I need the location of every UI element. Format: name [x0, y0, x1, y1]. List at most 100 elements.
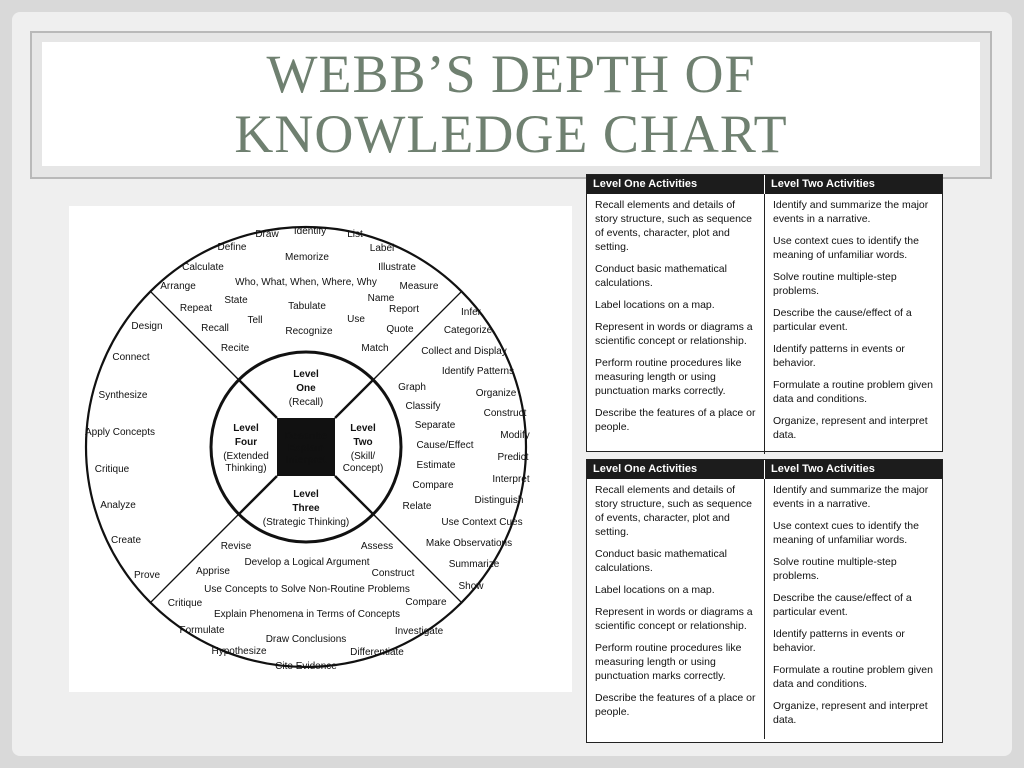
dok-verb: Estimate: [417, 460, 456, 471]
dok-verb: Construct: [372, 568, 415, 579]
dok-verb: Differentiate: [350, 647, 404, 658]
activity-item: Organize, represent and interpret data.: [773, 700, 928, 726]
dok-verb: Modify: [500, 430, 529, 441]
table-header-level-two: Level Two Activities: [764, 175, 942, 194]
activity-item: Organize, represent and interpret data.: [773, 415, 928, 441]
level-one-column: Recall elements and details of story str…: [587, 479, 764, 739]
activity-item: Identify and summarize the major events …: [773, 484, 929, 510]
dok-verb: Hypothesize: [211, 646, 266, 657]
dok-verb: Cause/Effect: [416, 440, 473, 451]
dok-verb: Connect: [112, 352, 149, 363]
dok-verb: Collect and Display: [421, 346, 507, 357]
activity-item: Use context cues to identify the meaning…: [773, 235, 919, 261]
dok-verb: Cite Evidence: [275, 661, 337, 672]
activities-table-2: Level One Activities Level Two Activitie…: [586, 459, 943, 743]
inner-divider: [334, 475, 375, 516]
activity-item: Formulate a routine problem given data a…: [773, 379, 933, 405]
level-label: One: [296, 383, 316, 394]
activity-item: Label locations on a map.: [595, 584, 715, 596]
activity-item: Label locations on a map.: [595, 299, 715, 311]
activity-item: Describe the cause/effect of a particula…: [773, 592, 912, 618]
activity-item: Solve routine multiple-step problems.: [773, 556, 897, 582]
dok-verb: Quote: [386, 324, 414, 335]
activity-item: Describe the features of a place or peop…: [595, 692, 756, 718]
dok-verb: Report: [389, 304, 419, 315]
dok-verb: Summarize: [449, 559, 500, 570]
table-header-level-one: Level One Activities: [593, 178, 698, 190]
dok-verb: Synthesize: [99, 390, 148, 401]
dok-verb: Label: [370, 243, 394, 254]
dok-verb: Use: [347, 314, 365, 325]
center-square: [277, 418, 335, 476]
dok-verb: Categorize: [444, 325, 493, 336]
dok-verb: Draw: [255, 229, 279, 240]
dok-verb: Compare: [412, 480, 454, 491]
activity-item: Identify patterns in events or behavior.: [773, 343, 905, 369]
dok-verb: Who, What, When, Where, Why: [235, 277, 377, 288]
dok-verb: Create: [111, 535, 141, 546]
sector-divider: [372, 290, 463, 381]
title-line-2: Knowledge Chart: [234, 104, 788, 164]
dok-verb: Investigate: [395, 626, 444, 637]
activity-item: Recall elements and details of story str…: [595, 484, 752, 538]
dok-verb: Develop a Logical Argument: [244, 557, 369, 568]
sector-divider: [149, 513, 240, 604]
level-label: Four: [235, 437, 257, 448]
level-label: Level: [293, 489, 319, 500]
activity-item: Perform routine procedures like measurin…: [595, 357, 742, 397]
activity-item: Use context cues to identify the meaning…: [773, 520, 919, 546]
dok-verb: Compare: [405, 597, 447, 608]
dok-verb: Critique: [95, 464, 130, 475]
level-one-column: Recall elements and details of story str…: [587, 194, 764, 454]
dok-verb: Distinguish: [475, 495, 524, 506]
dok-verb: Memorize: [285, 252, 329, 263]
dok-verb: Apply Concepts: [85, 427, 155, 438]
dok-verb: Use Concepts to Solve Non-Routine Proble…: [204, 584, 410, 595]
dok-verb: Construct: [484, 408, 527, 419]
dok-verb: Graph: [398, 382, 426, 393]
level-sublabel: (Strategic Thinking): [263, 517, 350, 528]
dok-verb: Identify Patterns: [442, 366, 514, 377]
sector-divider: [372, 513, 463, 604]
inner-divider: [334, 378, 375, 419]
activity-item: Identify patterns in events or behavior.: [773, 628, 905, 654]
dok-verb: Relate: [403, 501, 432, 512]
dok-verb: State: [224, 295, 248, 306]
dok-verb: Identify: [294, 226, 326, 237]
title-box: [42, 42, 980, 166]
activity-item: Describe the cause/effect of a particula…: [773, 307, 912, 333]
level-label: Two: [353, 437, 372, 448]
dok-verb: Use Context Cues: [441, 517, 522, 528]
dok-verb: Revise: [221, 541, 252, 552]
dok-verb: List: [347, 229, 363, 240]
level-two-column: Identify and summarize the major events …: [764, 194, 942, 454]
dok-verb: Arrange: [160, 281, 196, 292]
dok-verb: Measure: [400, 281, 439, 292]
dok-verb: Classify: [405, 401, 440, 412]
activity-item: Represent in words or diagrams a scienti…: [595, 321, 753, 347]
dok-verb: Organize: [476, 388, 517, 399]
dok-verb: Recall: [201, 323, 229, 334]
dok-verb: Match: [361, 343, 388, 354]
dok-verb: Separate: [415, 420, 456, 431]
dok-verb: Show: [458, 581, 484, 592]
level-sublabel: (Recall): [289, 397, 323, 408]
dok-verb: Recite: [221, 343, 250, 354]
table-header-level-one: Level One Activities: [593, 463, 698, 475]
level-label: Three: [292, 503, 320, 514]
dok-verb: Apprise: [196, 566, 230, 577]
dok-verb: Recognize: [285, 326, 333, 337]
dok-verb: Tell: [247, 315, 262, 326]
dok-verb: Define: [218, 242, 247, 253]
inner-divider: [237, 475, 278, 516]
dok-verb: Explain Phenomena in Terms of Concepts: [214, 609, 400, 620]
dok-verb: Illustrate: [378, 262, 416, 273]
dok-verb: Tabulate: [288, 301, 326, 312]
activity-item: Conduct basic mathematical calculations.: [595, 263, 727, 289]
level-label: Level: [293, 369, 319, 380]
activity-item: Conduct basic mathematical calculations.: [595, 548, 727, 574]
dok-wheel-diagram: DescribeExplainInterpretLevelOne(Recall)…: [84, 225, 530, 672]
activity-item: Perform routine procedures like measurin…: [595, 642, 742, 682]
dok-verb: Infer: [461, 307, 482, 318]
